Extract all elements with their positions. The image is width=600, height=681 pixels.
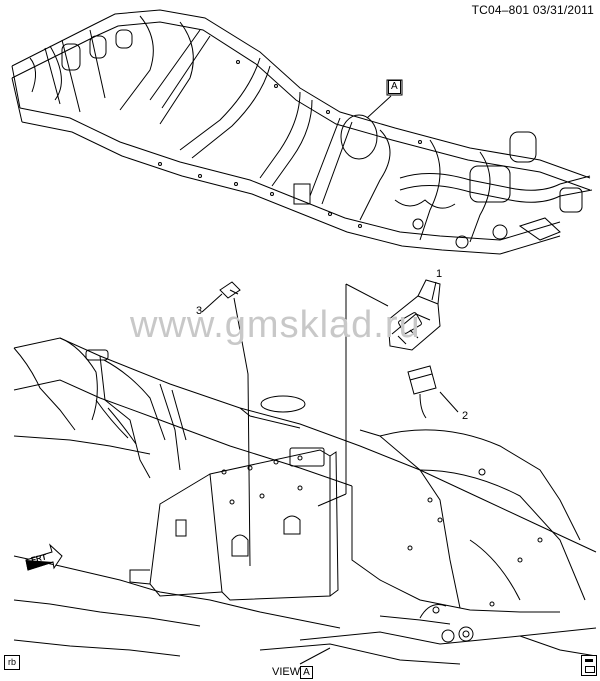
callout-3: 3 — [196, 305, 203, 317]
callout-1-leader — [432, 282, 436, 300]
detail-a-circle — [341, 115, 377, 159]
front-arrow-icon — [26, 545, 62, 570]
document-icon — [581, 655, 597, 676]
callout-3-leader — [202, 294, 222, 312]
view-label-letter: A — [300, 666, 313, 679]
detail-a-tag: A — [388, 80, 401, 94]
footer-code: rb — [4, 655, 21, 670]
frame-plate — [294, 184, 310, 204]
diagram-code: TC04–801 03/31/2011 — [471, 3, 594, 17]
callout-2-leader — [440, 392, 458, 412]
callout-2: 2 — [462, 410, 469, 422]
detail-a-leader — [367, 96, 391, 118]
view-label-text: VIEW — [272, 666, 301, 678]
callout-1: 1 — [436, 268, 443, 280]
watermark: www.gmsklad.ru — [130, 304, 421, 346]
frame-overview — [12, 10, 592, 254]
view-a-detail — [14, 280, 596, 664]
